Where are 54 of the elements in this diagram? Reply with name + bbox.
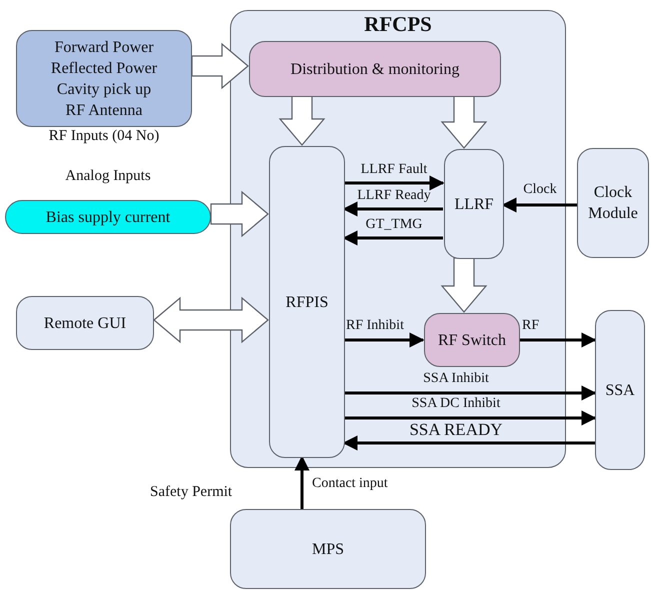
edge-label: LLRF Ready xyxy=(357,188,431,204)
edge-label: LLRF Fault xyxy=(360,162,428,178)
node-label: Reflected Power xyxy=(50,58,158,78)
signal-label: Safety Permit xyxy=(150,484,232,501)
signal-arrow xyxy=(342,230,443,246)
input-box xyxy=(16,30,192,127)
edge-label: Contact input xyxy=(312,476,388,492)
node-label: Forward Power xyxy=(54,38,154,58)
block-arrow xyxy=(440,95,488,149)
module-box xyxy=(269,146,345,458)
node-caption: RF Inputs (04 No) xyxy=(48,128,160,145)
signal-arrow xyxy=(342,202,443,216)
edge-label: SSA DC Inhibit xyxy=(412,396,500,412)
module-box xyxy=(444,149,504,259)
block-arrow xyxy=(210,190,269,238)
node-label: Distribution & monitoring xyxy=(290,60,460,80)
function-box xyxy=(424,313,520,367)
node-label: Clock Module xyxy=(587,183,639,224)
edge-label: GT_TMG xyxy=(366,217,422,233)
signal-arrow xyxy=(519,332,596,348)
edge-label: Clock xyxy=(523,182,557,198)
signal-arrow xyxy=(342,436,595,450)
node-caption: Analog Inputs xyxy=(64,168,152,185)
module-box xyxy=(16,296,154,350)
node-label: RF Switch xyxy=(438,330,506,350)
signal-arrow xyxy=(502,198,577,212)
node-label: LLRF xyxy=(454,194,494,214)
node-label: MPS xyxy=(312,540,344,560)
node-label: Cavity pick up xyxy=(56,80,152,100)
block-arrow xyxy=(440,257,488,313)
signal-arrow xyxy=(344,386,596,400)
edge-label: SSA READY xyxy=(409,420,503,440)
signal-arrow xyxy=(344,176,444,190)
module-box xyxy=(230,509,426,589)
node-label: Remote GUI xyxy=(44,314,126,334)
node-label: SSA xyxy=(605,380,635,400)
module-box xyxy=(595,310,645,470)
module-box xyxy=(577,148,649,258)
edge-label: SSA Inhibit xyxy=(423,371,489,387)
input-pill xyxy=(5,200,211,234)
node-label: RF Antenna xyxy=(66,100,142,120)
node-label: Bias supply current xyxy=(46,208,170,228)
signal-arrow xyxy=(294,456,310,509)
block-arrow xyxy=(153,296,269,344)
edge-label: RF xyxy=(522,318,540,334)
container-title: RFCPS xyxy=(364,11,432,37)
signal-arrow xyxy=(344,332,424,348)
system-container xyxy=(230,10,566,468)
edge-label: RF Inhibit xyxy=(346,318,404,334)
block-arrow xyxy=(278,95,326,146)
block-arrow xyxy=(191,42,249,90)
node-label: RFPIS xyxy=(286,292,328,312)
signal-arrow xyxy=(344,410,596,426)
function-box xyxy=(249,41,501,97)
